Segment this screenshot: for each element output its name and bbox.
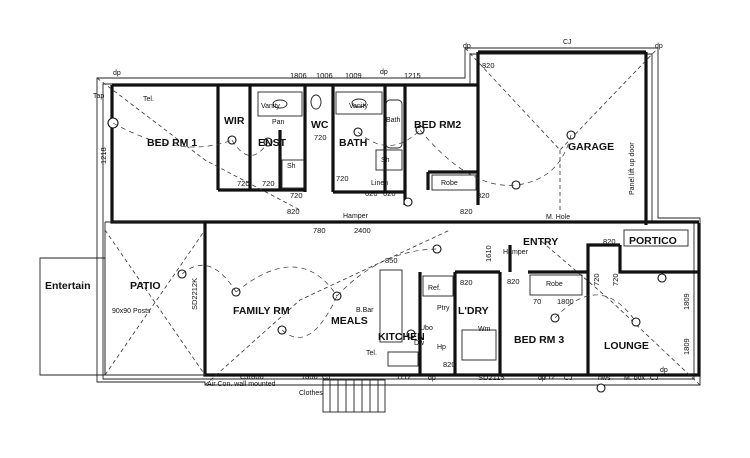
- dim-620-a: 620: [365, 189, 378, 198]
- room-label-garage: GARAGE: [568, 141, 614, 153]
- room-label-wir: WIR: [224, 115, 245, 127]
- room-label-portico: PORTICO: [629, 235, 677, 247]
- note-dp-b: dp: [655, 43, 663, 50]
- electrical-wiring: [112, 122, 637, 338]
- room-label-laundry: L'DRY: [458, 305, 489, 317]
- dim-780: 780: [313, 226, 326, 235]
- dim-720-b: 720: [262, 179, 275, 188]
- note-clothes: Clothes: [299, 390, 323, 397]
- room-label-lounge: LOUNGE: [604, 340, 649, 352]
- note-aircon: Air Con. wall mounted: [207, 381, 276, 388]
- dim-820-f: 820: [507, 277, 520, 286]
- room-label-bed3: BED RM 3: [514, 334, 564, 346]
- note-dp: dp: [113, 70, 121, 77]
- note-dw: Dw: [414, 340, 425, 347]
- note-cj-4: CJ: [564, 375, 573, 382]
- dim-bottom-1212: 1212: [539, 372, 556, 381]
- room-label-entertain: Entertain: [45, 280, 91, 292]
- walls: [39, 50, 701, 377]
- dim-right-1809-b: 1809: [682, 338, 691, 355]
- note-dp-f: dp: [660, 367, 668, 374]
- note-tel-top: Tel.: [143, 96, 154, 103]
- dim-820-a: 820: [287, 207, 300, 216]
- dim-bottom-1806-b: 1806: [301, 372, 318, 381]
- note-cj-5: CJ: [650, 375, 659, 382]
- dim-820-e: 820: [460, 278, 473, 287]
- note-robe-1: Robe: [441, 180, 458, 187]
- dim-1800: 1800: [557, 297, 574, 306]
- dim-820-d: 820: [477, 191, 490, 200]
- room-label-meals: MEALS: [331, 315, 368, 327]
- note-pan: Pan: [272, 119, 285, 126]
- note-hp: Hp: [437, 344, 446, 351]
- note-bath-fixture: Bath: [386, 117, 401, 124]
- room-label-bed1: BED RM 1: [147, 137, 197, 149]
- dim-720-c: 720: [314, 133, 327, 142]
- note-dp-c: dp: [380, 69, 388, 76]
- note-shower-1: Sh: [287, 163, 296, 170]
- room-label-wc: WC: [311, 119, 329, 131]
- note-manhole: M. Hole: [546, 214, 570, 221]
- dim-820-g: 820: [603, 237, 616, 246]
- dim-2400: 2400: [354, 226, 371, 235]
- dim-820-b: 820: [460, 207, 473, 216]
- fixtures: [257, 91, 689, 367]
- note-panel-door: Panel lift up door: [629, 142, 636, 195]
- note-wm: Wm: [478, 326, 491, 333]
- note-vanity-1: Vanity: [261, 103, 280, 110]
- room-label-family: FAMILY RM: [233, 305, 290, 317]
- dim-720-e: 720: [290, 191, 303, 200]
- note-hws: hws: [598, 375, 611, 382]
- dim-720-d: 720: [336, 174, 349, 183]
- room-label-bath: BATH: [339, 137, 367, 149]
- room-label-bed2: BED RM2: [414, 119, 461, 131]
- room-label-entry: ENTRY: [523, 236, 558, 248]
- dim-right-1809-a: 1809: [682, 293, 691, 310]
- dim-850: 850: [385, 256, 398, 265]
- note-bbar: B.Bar: [356, 307, 374, 314]
- note-cj-1: CJ: [563, 39, 572, 46]
- dim-bottom-1806-a: 1806: [247, 372, 264, 381]
- room-label-kitchen: KITCHEN: [378, 331, 425, 343]
- note-dp-d: dp: [428, 375, 436, 382]
- dim-720-g: 720: [611, 273, 620, 286]
- note-tap: Tap: [93, 93, 104, 100]
- note-dp-a: dp: [463, 43, 471, 50]
- room-label-patio: PATIO: [130, 280, 161, 292]
- note-vanity-2: Vanity: [349, 103, 368, 110]
- dim-70: 70: [533, 297, 541, 306]
- dim-left-1218: 1218: [99, 147, 108, 164]
- note-cj-2: CJ: [240, 374, 249, 381]
- dim-top-1006: 1006: [316, 71, 333, 80]
- note-shower-2: Sh: [381, 157, 390, 164]
- dim-820-h: 820: [443, 360, 456, 369]
- note-hamper-2: Hamper: [503, 249, 529, 256]
- room-label-ensuite: ENST: [258, 137, 287, 149]
- note-hamper-1: Hamper: [343, 213, 369, 220]
- note-dp-e: dp: [538, 375, 546, 382]
- note-ubo: Ubo: [420, 325, 433, 332]
- dim-top-1806: 1806: [290, 71, 307, 80]
- note-ref: Ref.: [428, 285, 441, 292]
- dim-top-1009: 1009: [345, 71, 362, 80]
- note-robe-2: Robe: [546, 281, 563, 288]
- note-linen: Linen: [371, 180, 388, 187]
- note-cj-3: CJ: [322, 374, 331, 381]
- dim-620-b: 620: [383, 189, 396, 198]
- dim-820-c: 820: [482, 61, 495, 70]
- dim-720-f: 720: [592, 273, 601, 286]
- dim-top-1215: 1215: [404, 71, 421, 80]
- note-pantry: Ptry: [437, 305, 450, 312]
- clothes-line: [322, 379, 386, 413]
- note-tel-bottom: Tel.: [366, 350, 377, 357]
- dim-bottom-1112: 1112: [396, 372, 412, 381]
- dim-720-a: 720: [237, 179, 250, 188]
- note-posts: 90x90 Posts: [112, 308, 151, 315]
- note-mbox: M. box: [624, 375, 646, 382]
- dim-1610: 1610: [484, 245, 493, 262]
- dim-sd2212k: SD2212K: [190, 278, 199, 310]
- dim-sd2115: SD2115: [478, 373, 505, 382]
